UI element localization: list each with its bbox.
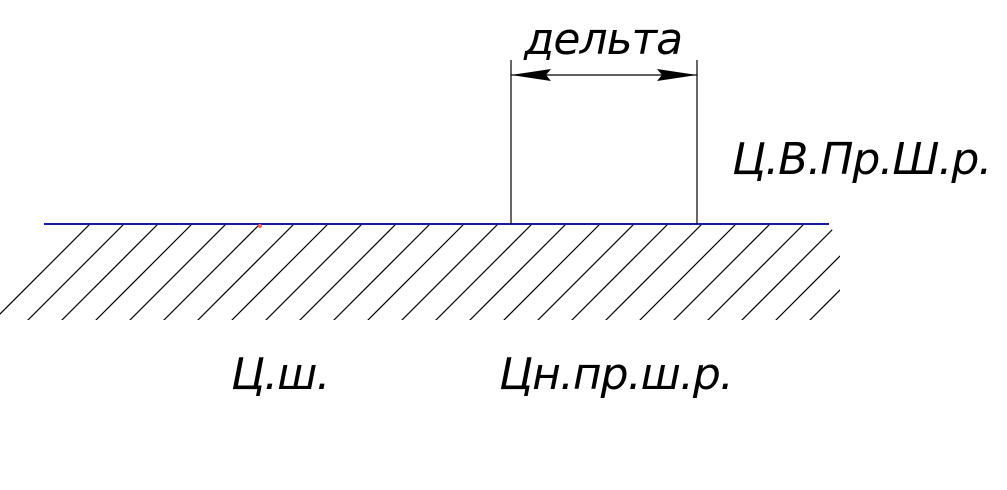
hatch-line (261, 224, 363, 320)
hatch-line (533, 224, 635, 320)
hatch-line (57, 224, 159, 320)
hatch-line (91, 224, 193, 320)
shaft-center-label: Ц.ш. (231, 349, 329, 400)
hatch-line (397, 224, 499, 320)
hatch-line (0, 224, 91, 320)
hatch-line (23, 224, 125, 320)
hatch-line (295, 224, 397, 320)
hatch-line (601, 224, 703, 320)
hatched-region (0, 224, 1007, 324)
upper-shaft-center-label: Ц.В.Пр.Ш.р. (732, 134, 991, 185)
hatch-line (329, 224, 431, 320)
arrowhead-left (511, 69, 551, 81)
arrowhead-right (657, 69, 697, 81)
hatch-line (125, 224, 227, 320)
hatch-line (908, 224, 1007, 324)
hatch-line (465, 224, 567, 320)
hatch-line (771, 224, 840, 320)
hatch-line (942, 224, 1007, 324)
hatch-line (193, 224, 295, 320)
hatch-line (703, 224, 805, 320)
hatch-line (737, 224, 839, 320)
hatch-line (159, 224, 261, 320)
hatch-line (669, 224, 771, 320)
hatch-line (839, 224, 840, 320)
delta-label: дельта (523, 14, 682, 65)
lower-shaft-center-label: Цн.пр.ш.р. (499, 349, 733, 400)
hatch-line (635, 224, 737, 320)
hatch-line (431, 224, 533, 320)
hatch-line (874, 224, 974, 324)
hatch-line (499, 224, 601, 320)
hatch-line (567, 224, 669, 320)
hatch-line (363, 224, 465, 320)
reference-point-marker (258, 224, 262, 228)
hatch-line (805, 224, 840, 320)
hatch-line (227, 224, 329, 320)
